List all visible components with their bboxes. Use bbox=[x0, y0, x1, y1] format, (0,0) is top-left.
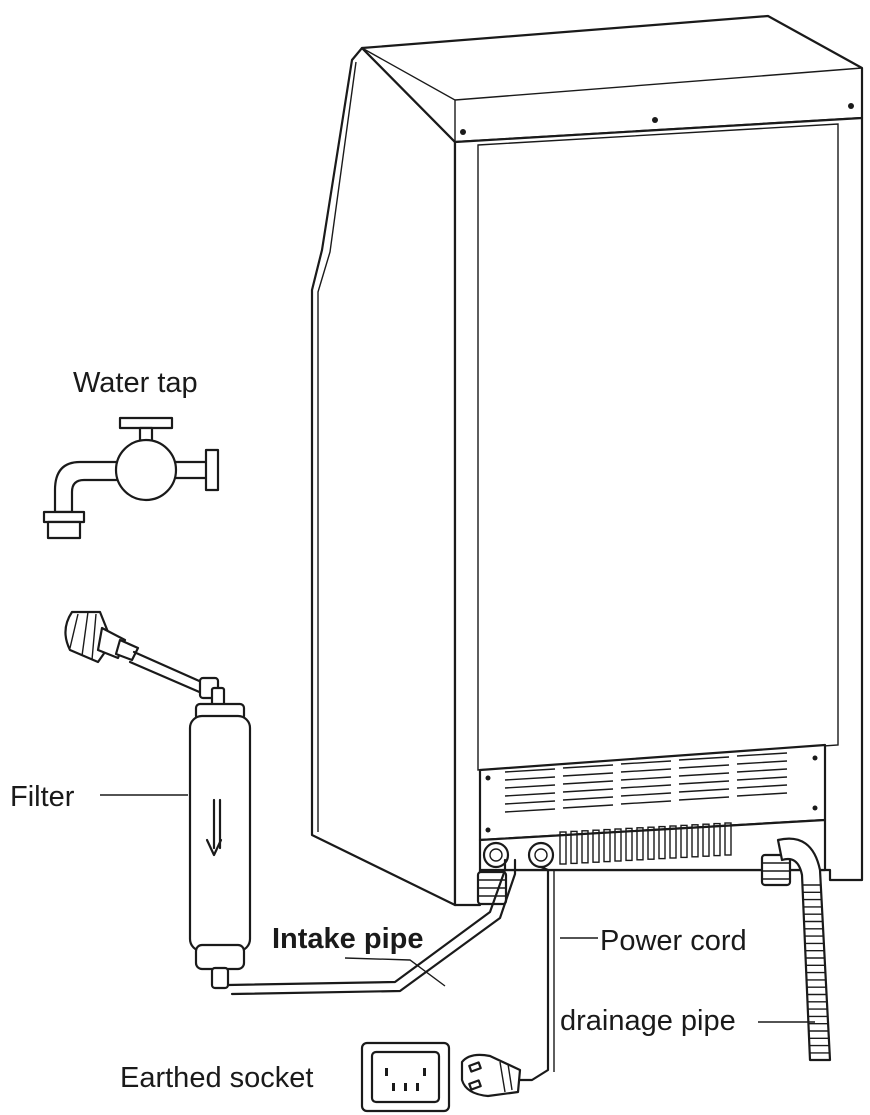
water-tap-icon bbox=[42, 416, 220, 540]
drainage-pipe-label: drainage pipe bbox=[560, 1005, 736, 1037]
grille-slot bbox=[713, 822, 721, 857]
grille-slot bbox=[647, 826, 655, 860]
vent-slat bbox=[736, 752, 788, 757]
earthed-socket-icon bbox=[360, 1041, 451, 1113]
vent-slat bbox=[736, 768, 788, 773]
grille-slot bbox=[669, 825, 677, 859]
tap-connector bbox=[64, 610, 140, 664]
grille-slot bbox=[603, 828, 611, 863]
vent-slat bbox=[678, 796, 730, 801]
grille-slot bbox=[592, 829, 600, 863]
grille-slot bbox=[625, 827, 633, 862]
filter-label: Filter bbox=[10, 781, 75, 813]
grille-slot bbox=[680, 824, 688, 859]
vent-slat bbox=[736, 760, 788, 765]
appliance-feet bbox=[476, 853, 792, 906]
vent-slat bbox=[504, 776, 556, 781]
vent-slat bbox=[620, 768, 672, 773]
vent-slat bbox=[620, 776, 672, 781]
water-tap-label: Water tap bbox=[73, 367, 198, 399]
arrow-down-icon bbox=[205, 798, 223, 857]
vent-slat bbox=[736, 776, 788, 781]
vent-slat bbox=[620, 784, 672, 789]
power-plug-icon bbox=[460, 1053, 522, 1098]
intake-pipe-leader bbox=[344, 957, 446, 987]
intake-pipe bbox=[226, 858, 517, 996]
vent-slat bbox=[562, 796, 614, 801]
drainage-pipe-hose bbox=[776, 837, 832, 1062]
vent-slat bbox=[736, 792, 788, 797]
grille-slot bbox=[702, 823, 710, 857]
vent-slat bbox=[562, 764, 614, 769]
vent-slat bbox=[504, 784, 556, 789]
appliance-body bbox=[310, 14, 864, 907]
vent-slat bbox=[678, 756, 730, 761]
grille-slot bbox=[691, 824, 699, 858]
grille-slot bbox=[581, 830, 589, 864]
vent-slat bbox=[562, 788, 614, 793]
vent-slat bbox=[504, 800, 556, 805]
vent-slat bbox=[678, 788, 730, 793]
vent-slat bbox=[736, 784, 788, 789]
vent-slat bbox=[504, 768, 556, 773]
grille-slot bbox=[570, 830, 578, 865]
lower-grille bbox=[478, 818, 827, 872]
vent-slat bbox=[620, 800, 672, 805]
vent-slat bbox=[504, 808, 556, 813]
feed-hose bbox=[128, 650, 208, 696]
vent-slat bbox=[678, 764, 730, 769]
grille-slot bbox=[614, 828, 622, 862]
vent-slat bbox=[678, 780, 730, 785]
grille-slot bbox=[636, 827, 644, 861]
vent-slat bbox=[562, 772, 614, 777]
earthed-socket-label: Earthed socket bbox=[120, 1062, 313, 1094]
vent-slat bbox=[562, 804, 614, 809]
vent-slat bbox=[620, 760, 672, 765]
vent-slat bbox=[678, 772, 730, 777]
vent-slat bbox=[620, 792, 672, 797]
power-cord-label: Power cord bbox=[600, 925, 747, 957]
vent-slat bbox=[504, 792, 556, 797]
intake-pipe-label: Intake pipe bbox=[272, 923, 424, 955]
grille-slot bbox=[724, 822, 732, 856]
power-cord bbox=[516, 865, 550, 1082]
vent-slat bbox=[562, 780, 614, 785]
power-inlet-fitting bbox=[527, 841, 555, 869]
water-inlet-fitting bbox=[482, 841, 510, 869]
filter-cartridge-icon bbox=[188, 702, 252, 990]
vent-grille bbox=[504, 752, 788, 813]
grille-slot bbox=[658, 825, 666, 860]
grille-slot bbox=[559, 831, 567, 865]
